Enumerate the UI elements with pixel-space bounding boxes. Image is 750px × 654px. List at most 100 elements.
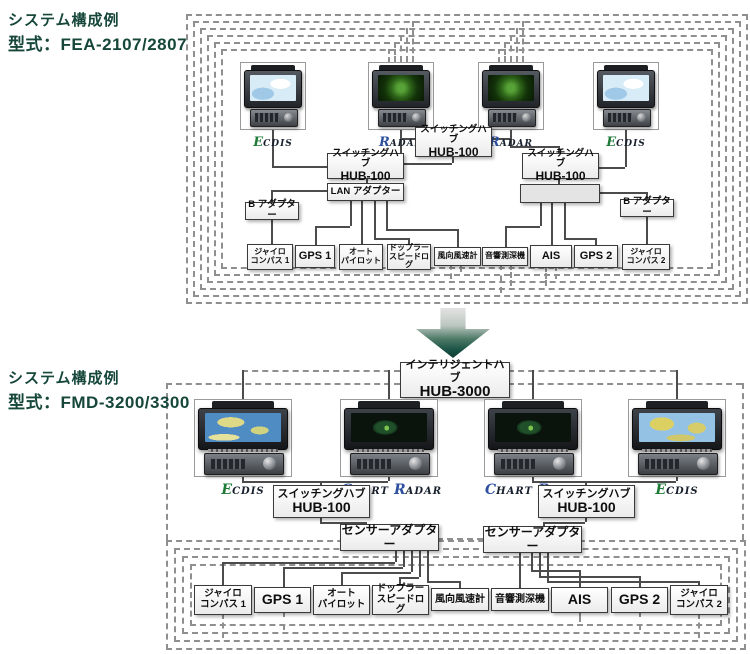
wire [388,473,390,481]
wire [402,163,452,165]
wire [242,481,388,483]
wire [539,576,639,578]
wire [579,570,581,587]
wire [283,567,285,587]
wire [698,613,700,638]
wire [271,190,273,202]
wire [519,551,521,588]
bottom-diagram-title: システム構成例 型式：FMD-3200/3300 [8,368,190,415]
wire [585,481,587,485]
wire [400,112,402,153]
ecdis-console-2: ECDIS [628,399,726,498]
wire [698,581,700,585]
wire [532,481,676,483]
wire [508,370,676,372]
sensor-doppler-speed-log: ドップラースピードログ [387,242,431,270]
radar-screen [378,75,424,101]
wire [558,146,560,153]
wire [386,199,388,229]
radar-logo: RADAR [488,135,534,150]
sensor-gyro-compass-2: ジャイロコンパス 2 [670,585,728,615]
wire [639,611,641,630]
wire [166,383,168,540]
wire [365,522,367,525]
wire [222,613,224,638]
sensor-gyro-compass-1: ジャイロコンパス 1 [194,585,252,615]
console-body [494,453,574,475]
wire [545,266,547,286]
wire [459,581,461,588]
console-cap [212,401,274,408]
wire [508,383,742,385]
wire [457,229,459,247]
wire [498,49,500,62]
keypad [255,113,279,122]
wire [551,201,553,245]
trackball [284,113,293,122]
cable-loop [174,548,738,642]
console-cap [646,401,708,408]
sensor-anemometer: 風向風速計 [431,588,489,611]
wire [399,577,419,579]
wire [450,264,452,279]
wire [531,551,533,570]
wire [242,473,244,481]
wire [531,570,579,572]
wire [400,138,415,140]
wire [271,218,273,244]
monitor-bezel [372,70,430,108]
top-diagram-title: システム構成例 型式：FEA-2107/2807 [8,10,187,57]
console-bezel [632,408,722,450]
wire [411,549,413,572]
wire [419,549,421,577]
wire [366,177,368,183]
radar-workstation-1: RADAR [368,62,434,150]
wire [625,112,627,167]
wire [399,577,401,585]
wire [555,266,557,279]
console-grille [498,449,568,452]
wire [564,238,595,240]
radar-screen [488,75,534,101]
wire [272,112,274,166]
trackball [412,113,421,122]
sensor-gps-1: GPS 1 [295,245,335,268]
ecdis-screen [205,413,281,442]
keypad [211,459,245,469]
wire [222,562,224,585]
wire [361,199,363,244]
wire [598,192,646,194]
sensor-doppler-speed-log: ドップラースピードログ [372,583,429,615]
wire [490,138,510,140]
wire [222,562,395,564]
console-bezel [488,408,578,450]
keypad [493,113,517,122]
wire [395,549,397,562]
wire [676,370,678,399]
wire [350,199,352,226]
monitor-panel [488,109,536,127]
wire [374,199,376,238]
wire [320,481,322,485]
wire [510,146,558,148]
cable-loop [221,49,713,269]
wire [341,572,411,574]
wire [579,611,581,622]
wire [341,572,343,585]
trackball [522,113,531,122]
ecdis-logo: ECDIS [221,482,265,498]
keypad [357,459,391,469]
wire [166,383,400,385]
cable-loop [166,540,746,650]
bottom-model-text: 型式：FMD-3200/3300 [8,393,190,412]
wire [564,201,566,238]
console-body [204,453,284,475]
wire [742,383,744,540]
wire [676,473,678,481]
sensor-ais: AIS [551,587,608,613]
keypad [608,113,632,122]
radar-workstation-2: RADAR [478,62,544,150]
sensor-adapter-left: センサーアダプター [340,523,439,551]
